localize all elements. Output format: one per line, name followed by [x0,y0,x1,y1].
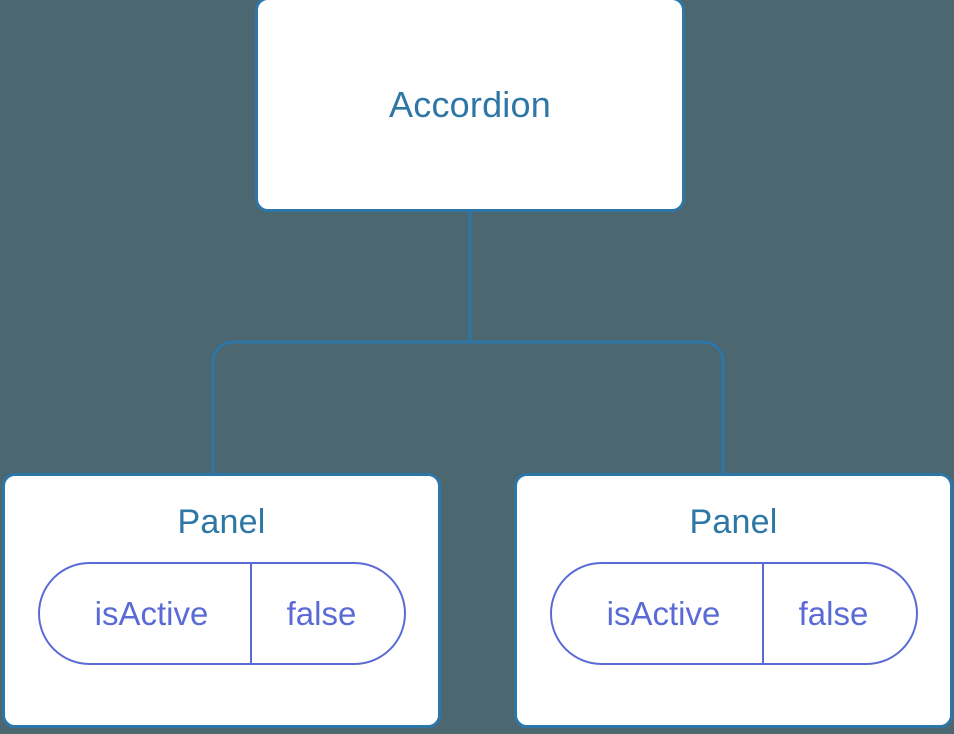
prop-value-isactive: false [798,595,869,632]
node-accordion-label: Accordion [389,83,551,125]
connector-to-panel-left [211,340,470,476]
prop-value-isactive: false [286,595,357,632]
node-panel-1-label: Panel [177,503,266,541]
node-panel-2[interactable]: Panel isActive false [514,473,953,728]
prop-pill-panel-2[interactable]: isActive false [549,562,918,665]
connector-to-panel-right [470,340,725,476]
prop-key-isactive: isActive [552,564,764,663]
node-panel-2-label: Panel [689,503,778,541]
prop-pill-panel-1[interactable]: isActive false [37,562,406,665]
prop-key-isactive: isActive [40,564,252,663]
node-panel-1[interactable]: Panel isActive false [2,473,441,728]
node-accordion[interactable]: Accordion [255,0,685,212]
